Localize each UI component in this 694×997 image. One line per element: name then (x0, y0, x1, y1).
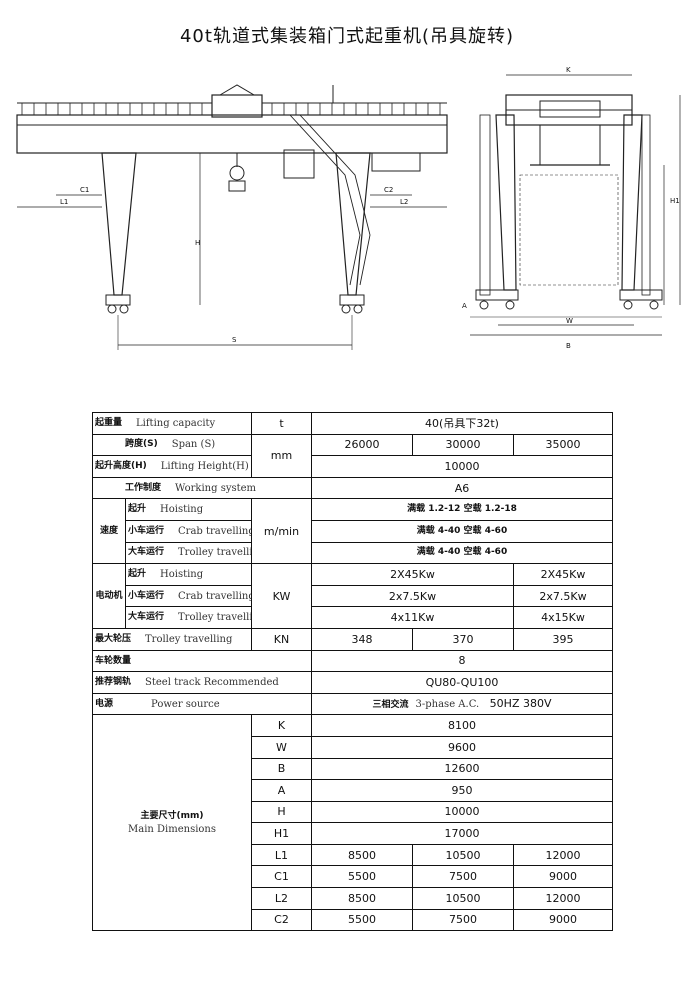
label-l2: L2 (400, 198, 408, 206)
row-dim-h: H 10000 (93, 800, 613, 824)
right-leg (335, 152, 371, 296)
main-dimensions-label: 主要尺寸(mm)Main Dimensions (92, 714, 252, 932)
row-dim-k: 主要尺寸(mm)Main Dimensions K 8100 (92, 714, 613, 932)
row-dim-b: B 12600 (93, 757, 613, 781)
label-b: B (566, 342, 571, 350)
label-h1: H1 (670, 197, 680, 205)
label-c1: C1 (80, 186, 89, 194)
row-wheel-count: 车轮数量 8 (92, 649, 613, 673)
label-k: K (566, 66, 571, 74)
row-span: 跨度(S)Span (S) mm 26000 30000 35000 (92, 433, 613, 478)
operator-cab (283, 149, 315, 179)
label-c2: C2 (384, 186, 393, 194)
label-s: S (232, 336, 237, 344)
left-leg (101, 152, 137, 296)
row-dim-c1: C1 5500 7500 9000 (93, 865, 613, 889)
label-h: H (195, 239, 200, 247)
label-l1: L1 (60, 198, 68, 206)
side-view (470, 74, 681, 336)
trolley (211, 94, 263, 118)
row-dim-l2: L2 8500 10500 12000 (93, 887, 613, 910)
row-dim-a: A 950 (93, 779, 613, 802)
row-lifting-height: 起升高度(H)Lifting Height(H) 10000 (92, 455, 613, 478)
document-title: 40t轨道式集装箱门式起重机(吊具旋转) (179, 26, 514, 47)
row-dim-w: W 9600 (93, 735, 613, 759)
front-view (16, 84, 448, 350)
label-a: A (462, 302, 467, 310)
row-dim-l1: L1 8500 10500 12000 (93, 843, 613, 867)
main-girder (16, 114, 448, 154)
row-dim-c2: C2 5500 7500 9000 (93, 908, 613, 932)
crane-drawing: C1 L1 C2 L2 H S K H1 A W B (16, 66, 681, 350)
label-w: W (566, 317, 573, 325)
